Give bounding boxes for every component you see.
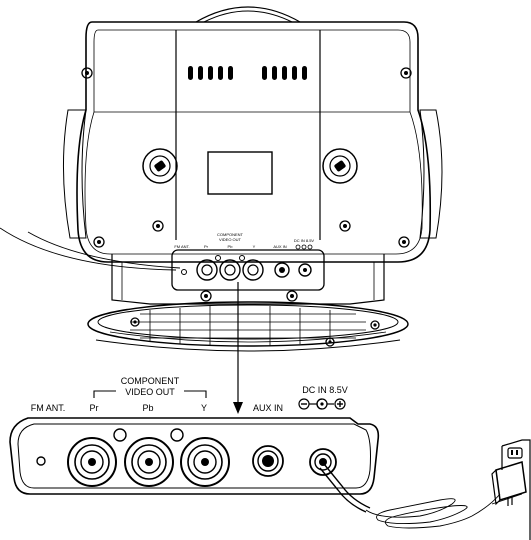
component-title-line2: VIDEO OUT	[125, 387, 175, 397]
left-knob	[142, 148, 178, 184]
vent-slots-left	[188, 66, 233, 80]
component-title-line1: COMPONENT	[121, 376, 180, 386]
dc-in-jack	[309, 448, 337, 476]
callout-connector-panel: COMPONENT VIDEO OUT FM ANT. Pr Pb Y AUX …	[9, 376, 380, 495]
aux-in-label: AUX IN	[253, 403, 283, 413]
dc-polarity-symbol	[298, 398, 346, 410]
callout-panel-outline	[9, 417, 380, 495]
y-label: Y	[201, 403, 207, 413]
dc-in-label: DC IN 8.5V	[302, 385, 348, 395]
fm-antenna-jack	[36, 456, 46, 466]
device-stand	[87, 301, 409, 352]
aux-in-jack	[252, 445, 284, 477]
pb-jack	[124, 437, 174, 487]
ac-adapter-block	[491, 461, 527, 506]
pr-jack	[67, 437, 117, 487]
small-connector-panel: COMPONENT VIDEO OUT FM ANT. Pr Pb Y AUX …	[171, 232, 325, 291]
label-plate	[207, 151, 273, 195]
wall-outlet	[501, 439, 531, 540]
fm-ant-label: FM ANT.	[31, 403, 66, 413]
small-aux-label: AUX IN	[273, 244, 286, 249]
small-component-label-1: COMPONENT	[217, 232, 244, 237]
small-component-label-2: VIDEO OUT	[219, 237, 242, 242]
pointer-arrowhead	[233, 402, 243, 414]
small-fm-label: FM ANT.	[174, 244, 189, 249]
small-y-label: Y	[253, 244, 256, 249]
power-adapter	[319, 439, 531, 540]
dc-plug-cable	[323, 463, 371, 509]
small-pb-label: Pb	[228, 244, 234, 249]
vent-slots-right	[262, 66, 307, 80]
coiled-cord	[365, 498, 473, 529]
pb-label: Pb	[142, 403, 153, 413]
y-jack	[180, 437, 230, 487]
device-body	[76, 21, 432, 263]
small-pr-label: Pr	[204, 244, 209, 249]
right-knob	[322, 148, 358, 184]
fm-antenna-wire	[0, 227, 177, 271]
small-dc-label: DC IN 8.5V	[294, 238, 315, 243]
pr-label: Pr	[90, 403, 99, 413]
device-rear-view: COMPONENT VIDEO OUT FM ANT. Pr Pb Y AUX …	[0, 6, 443, 414]
